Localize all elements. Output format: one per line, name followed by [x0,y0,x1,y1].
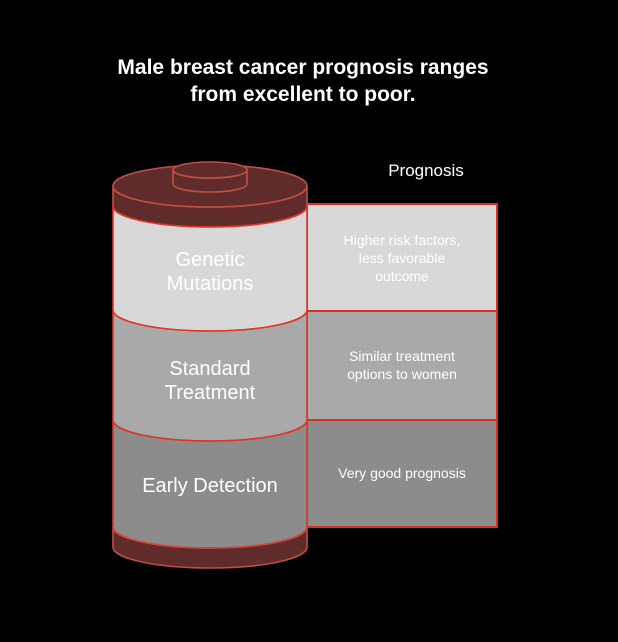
prognosis-box-very-good [306,419,498,528]
prognosis-box-similar-treatment [306,310,498,421]
cylinder-bottom-boundary-line [112,526,308,549]
prognosis-box-higher-risk [306,203,498,312]
box1-text-line-2: less favorable [359,250,446,266]
section-label-mutations: Mutations [167,273,254,295]
box2-text-line-1: Similar treatment [349,348,455,364]
section-label-genetic: Genetic [176,249,245,271]
section-label-standard: Standard [169,358,250,380]
box2-text-line-2: options to women [347,366,457,382]
box1-text-line-1: Higher risk factors, [344,232,461,248]
section-label-early-detection: Early Detection [142,475,278,497]
box1-text-line-3: outcome [375,268,429,284]
box3-text-line-1: Very good prognosis [338,465,466,481]
prognosis-column-header: Prognosis [388,161,464,180]
cylinder-knob-face [172,161,248,179]
page-title-line-1: Male breast cancer prognosis ranges [117,56,488,79]
section-label-treatment: Treatment [165,382,256,404]
page-title-line-2: from excellent to poor. [190,83,415,106]
